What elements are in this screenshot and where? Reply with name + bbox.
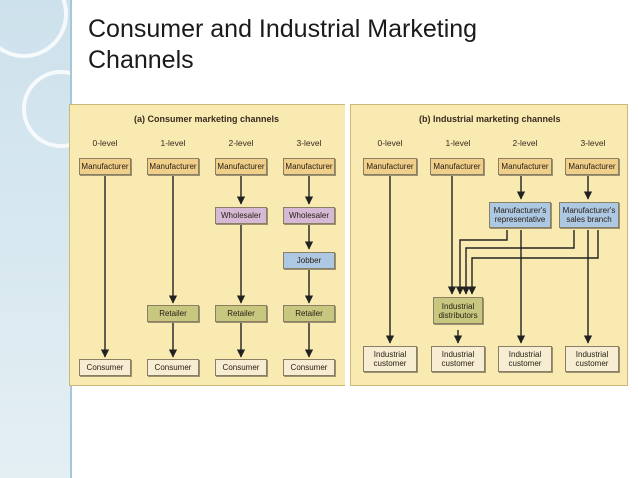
level-label: 2-level (228, 138, 254, 148)
manufacturer-box: Manufacturer (430, 158, 484, 175)
level-label: 1-level (445, 138, 471, 148)
level-label: 1-level (160, 138, 186, 148)
level-label: 0-level (377, 138, 403, 148)
manufacturer-box: Manufacturer (498, 158, 552, 175)
jobber-box: Jobber (283, 252, 335, 269)
manufacturer-box: Manufacturer (79, 158, 131, 175)
decorative-circle (0, 0, 68, 58)
manufacturer-box: Manufacturer (215, 158, 267, 175)
consumer-box: Consumer (215, 359, 267, 376)
slide-title-line2: Channels (88, 46, 194, 74)
manufacturer-box: Manufacturer (565, 158, 619, 175)
industrial-panel-title: (b) Industrial marketing channels (419, 114, 561, 124)
slide-title-line1: Consumer and Industrial Marketing (88, 15, 478, 43)
level-label: 2-level (512, 138, 538, 148)
manufacturer-box: Manufacturer (283, 158, 335, 175)
panel-divider (345, 104, 349, 386)
manufacturer-box: Manufacturer (147, 158, 199, 175)
retailer-box: Retailer (147, 305, 199, 322)
slide-title: Consumer and Industrial Marketing Channe… (88, 14, 477, 76)
wholesaler-box: Wholesaler (215, 207, 267, 224)
wholesaler-box: Wholesaler (283, 207, 335, 224)
level-label: 3-level (296, 138, 322, 148)
sidebar-decoration (0, 0, 100, 478)
consumer-box: Consumer (283, 359, 335, 376)
manufacturer-box: Manufacturer (363, 158, 417, 175)
retailer-box: Retailer (215, 305, 267, 322)
consumer-box: Consumer (79, 359, 131, 376)
level-label: 0-level (92, 138, 118, 148)
retailer-box: Retailer (283, 305, 335, 322)
level-label: 3-level (580, 138, 606, 148)
consumer-panel-title: (a) Consumer marketing channels (134, 114, 280, 124)
consumer-box: Consumer (147, 359, 199, 376)
